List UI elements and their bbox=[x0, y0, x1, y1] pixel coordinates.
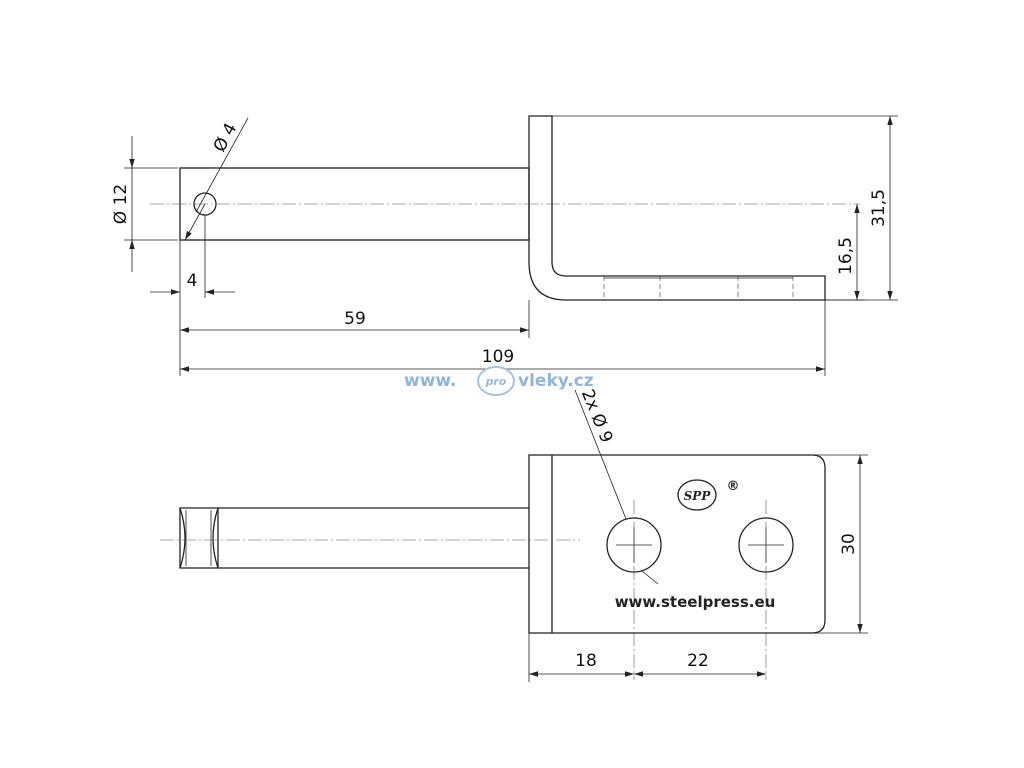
dim-hole-diameter: Ø 4 bbox=[210, 120, 242, 156]
bracket-profile bbox=[528, 115, 826, 301]
spp-logo bbox=[677, 479, 717, 511]
watermark-pro: pro bbox=[485, 375, 507, 388]
dim-total-height: 31,5 bbox=[869, 189, 889, 227]
dim-axis-height: 16,5 bbox=[836, 237, 856, 275]
dim-hole-offset: 4 bbox=[187, 271, 198, 291]
watermark-suffix: vleky.cz bbox=[518, 371, 594, 391]
side-view: Ø 12 Ø 4 4 59 109 16,5 31,5 bbox=[111, 115, 898, 376]
dim-pin-length: 59 bbox=[344, 309, 366, 329]
watermark: www. pro vleky.cz bbox=[404, 366, 594, 396]
dim-plate-width: 30 bbox=[839, 533, 859, 555]
dim-hole-distance-2: 22 bbox=[687, 651, 709, 671]
spp-logo-text: SPP bbox=[684, 489, 712, 503]
registered-mark: ® bbox=[727, 479, 740, 494]
top-view: SPP ® www.steelpress.eu 2x Ø 9 30 18 22 bbox=[160, 386, 868, 682]
dim-hole-distance-1: 18 bbox=[575, 651, 597, 671]
watermark-badge bbox=[477, 366, 515, 396]
dim-plate-holes: 2x Ø 9 bbox=[577, 386, 616, 445]
watermark-prefix: www. bbox=[404, 371, 457, 391]
dim-pin-diameter: Ø 12 bbox=[111, 184, 131, 224]
steelpress-url: www.steelpress.eu bbox=[615, 593, 776, 611]
dim-total-length: 109 bbox=[482, 347, 514, 367]
